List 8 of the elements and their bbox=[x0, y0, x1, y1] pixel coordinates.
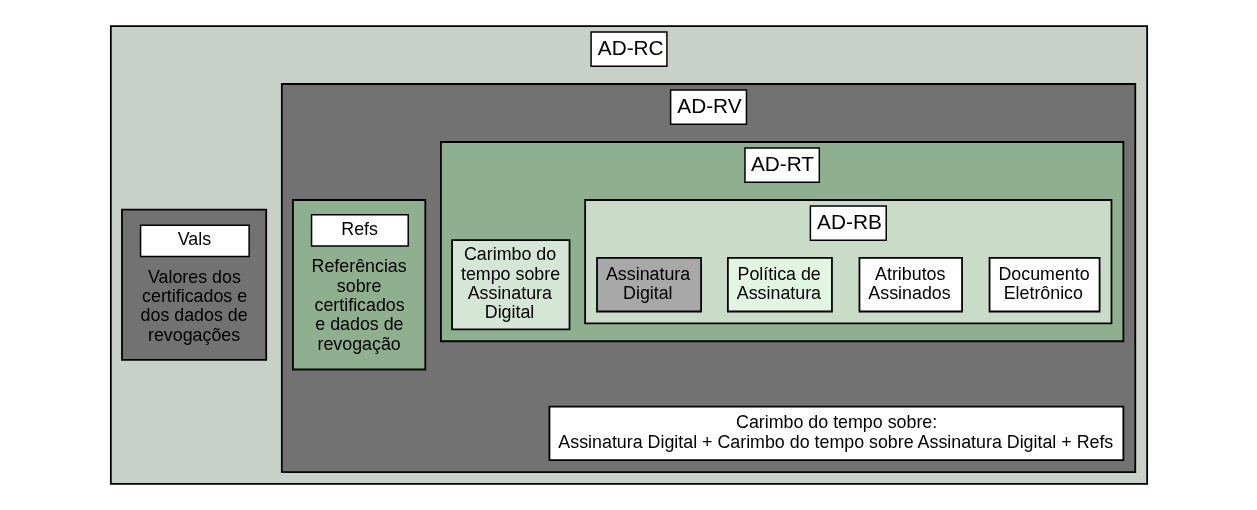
node-box: Documento Eletrônico bbox=[988, 257, 1100, 313]
node-box: Carimbo do tempo sobre: Assinatura Digital + Carimbo do tempo sobre Assinatura Digital + Refs bbox=[548, 405, 1124, 462]
node-box: Assinatura Digital bbox=[595, 257, 702, 313]
node-box: Atributos Assinados bbox=[858, 257, 963, 313]
node-box: Carimbo do tempo sobre Assinatura Digital bbox=[450, 239, 570, 331]
node-box: Refs Referências sobre certificados e dados de revogação bbox=[291, 199, 426, 371]
node-box: Vals Valores dos certificados e dos dados de revogações bbox=[120, 208, 267, 361]
node-box: Política de Assinatura bbox=[726, 257, 833, 313]
